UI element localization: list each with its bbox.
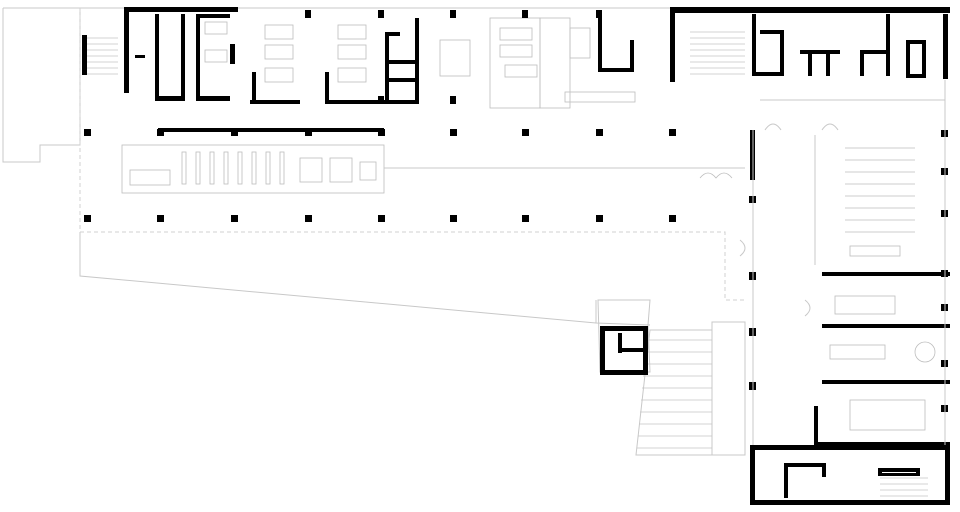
north-offices-furniture <box>204 17 636 109</box>
north-wall-east-block <box>670 7 950 82</box>
southeast-core <box>750 445 950 505</box>
northeast-stair <box>690 31 745 75</box>
southeast-stair <box>880 477 928 497</box>
east-rooms-furniture <box>829 295 936 431</box>
library-north-wall <box>158 128 384 132</box>
library-desk-rows <box>181 151 285 185</box>
east-wing-walls <box>750 130 950 446</box>
corridor-columns-south <box>84 215 676 222</box>
exterior-stair <box>635 329 713 456</box>
library-furniture <box>121 144 745 194</box>
central-core <box>600 326 648 375</box>
auditorium-seating <box>814 135 915 265</box>
north-wall-offices <box>250 12 634 104</box>
building-envelope-dashed <box>79 8 745 301</box>
north-wall-west-block <box>82 7 238 101</box>
corridor-columns-north <box>84 129 676 136</box>
northwest-stair <box>86 37 118 75</box>
north-facade-columns <box>305 10 602 104</box>
east-wing-outline <box>739 80 946 445</box>
